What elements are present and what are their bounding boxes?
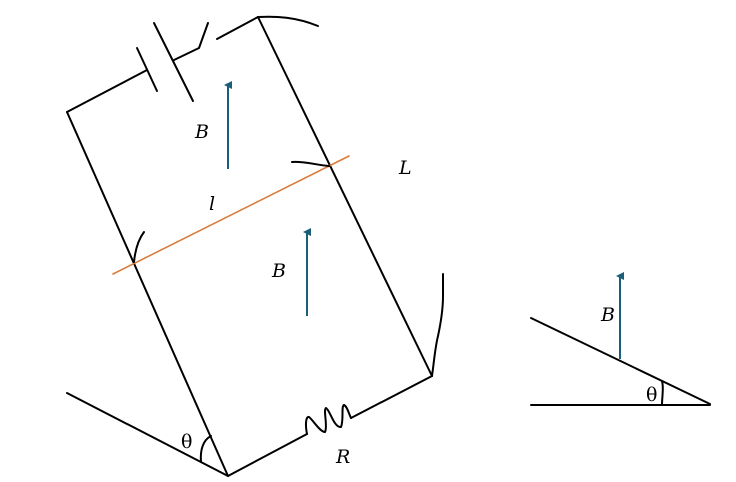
label-resistor: R xyxy=(335,446,350,468)
right-angle-mark-rod-right xyxy=(291,160,330,167)
angle-arc-side xyxy=(661,380,664,406)
label-angle-side: θ xyxy=(646,384,657,406)
label-rail-length: L xyxy=(398,157,412,179)
side-view-incline-line xyxy=(530,317,711,405)
left-rail xyxy=(66,111,229,477)
resistor-symbol xyxy=(304,404,352,435)
angle-arc-main xyxy=(199,435,212,463)
right-angle-mark-rod-left xyxy=(133,231,145,263)
top-rail-right xyxy=(216,16,259,40)
sliding-rod xyxy=(112,155,350,275)
label-field-side: B xyxy=(600,304,615,326)
right-rail xyxy=(257,16,433,377)
label-rod-length: l xyxy=(209,193,215,215)
label-field-top: B xyxy=(194,121,209,143)
top-right-wire-end xyxy=(257,15,319,27)
bottom-rail-right xyxy=(350,375,433,419)
battery-long-plate xyxy=(153,22,194,102)
label-field-middle: B xyxy=(271,260,286,282)
incline-base-line xyxy=(66,392,229,477)
label-angle-main: θ xyxy=(181,431,192,453)
right-angle-mark-bottom xyxy=(431,273,444,377)
battery-lead-right xyxy=(173,22,209,61)
top-rail-left xyxy=(66,69,148,113)
bottom-rail-left xyxy=(227,433,308,477)
